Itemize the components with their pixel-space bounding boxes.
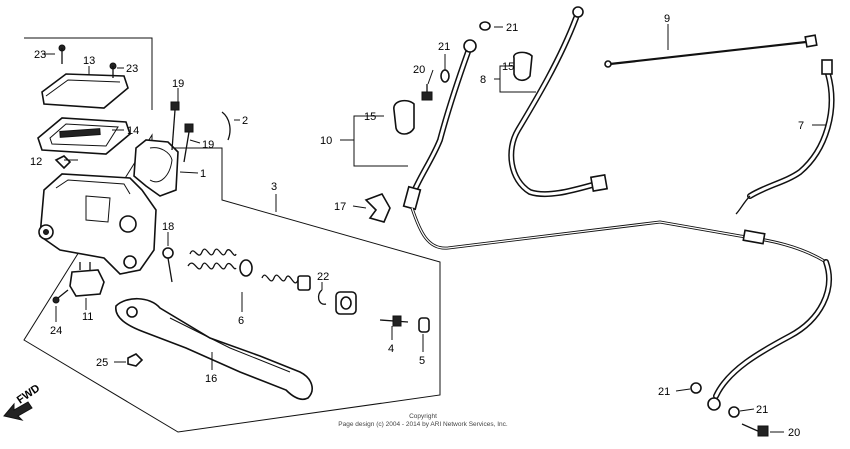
push-rod: [379, 315, 409, 327]
washer-21-c: [690, 382, 702, 394]
clutch-lever: [115, 297, 313, 401]
callout-4: 4: [388, 343, 394, 355]
switch-screw: [52, 289, 69, 304]
piston-boot: [335, 291, 357, 315]
banjo-bolt-lower: [741, 423, 769, 437]
upper-hose: [402, 39, 477, 211]
bushing: [418, 317, 430, 333]
reservoir-cap: [41, 73, 129, 109]
hose-boot-left: [393, 99, 415, 135]
callout-21d: 21: [756, 404, 768, 416]
lever-holder: [133, 139, 179, 197]
callout-8: 8: [480, 74, 486, 86]
lever-nut: [127, 353, 144, 367]
callout-labels: 23 13 23 19 19 2 14 12 1 3 18 22 6 4 5 1…: [30, 13, 804, 439]
callout-21a: 21: [438, 41, 450, 53]
screw-23-right: [109, 62, 117, 78]
banjo-bolt-upper: [421, 84, 433, 101]
long-hose: [508, 6, 609, 198]
callout-16: 16: [205, 373, 217, 385]
callout-15a: 15: [364, 111, 376, 123]
callout-18: 18: [162, 221, 174, 233]
cable-9: [604, 34, 818, 68]
callout-19a: 19: [172, 78, 184, 90]
callout-3: 3: [271, 181, 277, 193]
washer-21-b: [479, 21, 491, 31]
fwd-arrow: FWD: [3, 382, 42, 421]
leader-lines: [42, 24, 826, 433]
callout-20b: 20: [788, 427, 800, 439]
callout-20a: 20: [413, 64, 425, 76]
copyright-line-2: Page design (c) 2004 - 2014 by ARI Netwo…: [338, 421, 508, 428]
assembly-box-outline: [23, 37, 441, 433]
holder-bolt-upper: [170, 101, 180, 151]
master-cylinder-body: [38, 173, 157, 275]
callout-2: 2: [242, 115, 248, 127]
callout-25: 25: [96, 357, 108, 369]
pin: [221, 111, 231, 141]
circlip: [317, 289, 327, 305]
copyright-line-1: Copyright: [409, 413, 437, 420]
callout-21b: 21: [506, 22, 518, 34]
washer-21-a: [440, 69, 450, 83]
callout-24: 24: [50, 325, 62, 337]
callout-13: 13: [83, 55, 95, 67]
callout-6: 6: [238, 315, 244, 327]
callout-17: 17: [334, 201, 346, 213]
lower-hose: [707, 229, 832, 411]
callout-23b: 23: [126, 63, 138, 75]
callout-1: 1: [200, 168, 206, 180]
clip: [54, 155, 72, 170]
callout-10: 10: [320, 135, 332, 147]
callout-19b: 19: [202, 139, 214, 151]
hose-boot-right: [513, 51, 533, 82]
washer-21-d: [728, 406, 740, 418]
callout-22: 22: [317, 271, 329, 283]
screw-23-left: [58, 44, 66, 64]
callout-7: 7: [798, 120, 804, 132]
callout-11: 11: [82, 311, 93, 323]
piston-kit: [187, 248, 311, 291]
pivot-bolt: [162, 247, 174, 283]
hose-clamp: [364, 193, 391, 223]
cable-7: [735, 59, 835, 215]
clutch-switch: [69, 262, 105, 297]
callout-5: 5: [419, 355, 425, 367]
callout-12: 12: [30, 156, 42, 168]
diaphragm: [37, 117, 131, 155]
holder-bolt-lower: [183, 123, 194, 163]
callout-14: 14: [127, 125, 139, 137]
callout-9: 9: [664, 13, 670, 25]
copyright-notice: Copyright Page design (c) 2004 - 2014 by…: [318, 413, 528, 429]
callout-15b: 15: [502, 61, 514, 73]
callout-21c: 21: [658, 386, 670, 398]
clutch-pipe: [410, 207, 827, 264]
callout-23a: 23: [34, 49, 46, 61]
